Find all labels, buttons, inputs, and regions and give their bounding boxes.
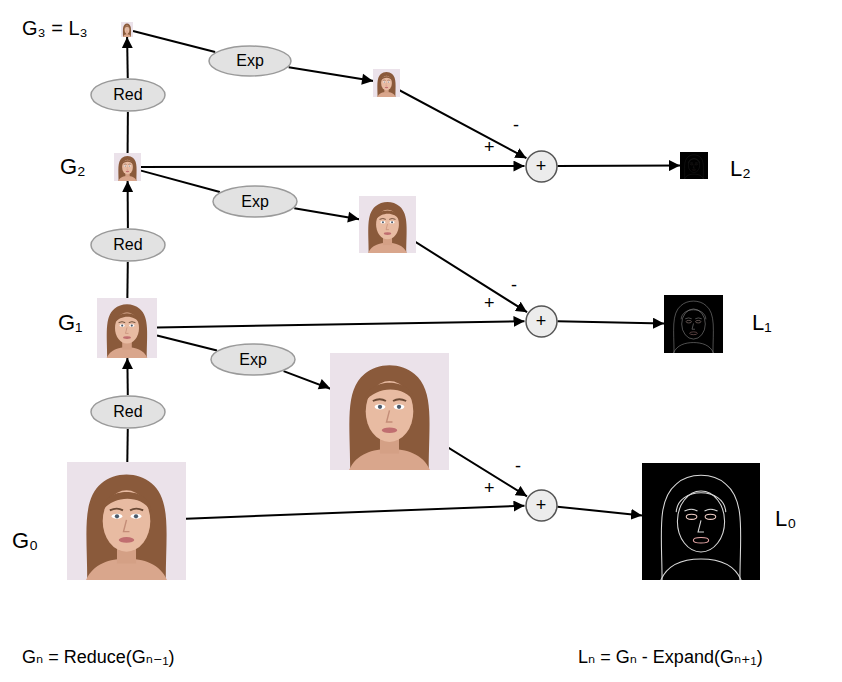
level-label: L₂	[730, 158, 751, 180]
laplacian-image	[664, 295, 723, 353]
reduce-ellipse: Red	[90, 228, 166, 262]
level-label: G₀	[12, 530, 38, 552]
operation-label: +	[536, 496, 547, 514]
flow-arrow	[141, 171, 220, 192]
flow-arrow	[126, 262, 128, 298]
formula-label: Gₙ = Reduce(Gₙ₋₁)	[22, 648, 174, 666]
arrow-head	[318, 379, 332, 393]
level-label: G₂	[60, 156, 86, 178]
laplacian-image	[642, 463, 760, 580]
pyramid-image: G₂	[114, 153, 141, 181]
level-label: L₀	[775, 508, 796, 530]
flow-arrow	[289, 67, 527, 158]
flow-arrow	[558, 165, 681, 167]
laplacian-shade	[664, 295, 723, 353]
flow-arrow	[157, 321, 525, 327]
sign-label: -	[515, 457, 521, 475]
level-label: G₃ = L₃	[22, 18, 88, 38]
formula-label: Lₙ = Gₙ - Expand(Gₙ₊₁)	[578, 648, 763, 666]
operation-label: +	[536, 312, 547, 330]
sum-circle-shape	[526, 490, 557, 521]
pyramid-image: G₀	[67, 462, 186, 580]
sign-label: +	[484, 294, 495, 312]
expand-ellipse: Exp	[212, 185, 298, 218]
arrow-head	[347, 212, 360, 225]
operation-label: Exp	[239, 352, 267, 368]
expand-ellipse: Exp	[208, 45, 292, 77]
flow-arrow	[127, 181, 129, 228]
sum-circle: +	[525, 150, 558, 183]
flow-arrow	[557, 321, 664, 323]
flow-arrow	[127, 112, 129, 153]
pyramid-image: G₃ = L₃	[121, 22, 133, 37]
operation-label: Red	[113, 237, 142, 253]
flow-arrow	[557, 507, 642, 516]
sum-circle: +	[525, 489, 558, 522]
operation-label: Red	[113, 87, 142, 103]
operation-label: Red	[113, 404, 142, 420]
operation-ellipse-shape	[209, 46, 291, 76]
reduce-ellipse: Red	[90, 395, 166, 429]
face-image	[97, 298, 157, 358]
operation-label: Exp	[236, 53, 264, 69]
laplacian-image	[680, 152, 708, 179]
operation-ellipse-shape	[213, 186, 297, 217]
laplacian-image: L₂	[680, 152, 708, 179]
operation-label: +	[536, 157, 547, 175]
sum-circle-shape	[526, 306, 557, 337]
arrow-head	[361, 74, 374, 87]
reduce-ellipse: Red	[90, 78, 166, 112]
pyramid-image: G₁	[97, 298, 157, 358]
sign-label: -	[513, 116, 519, 134]
level-label: L₁	[752, 312, 772, 334]
operation-label: Exp	[241, 194, 269, 210]
face-image	[121, 22, 133, 37]
sign-label: +	[484, 479, 495, 497]
level-label: G₁	[58, 312, 83, 334]
face-image	[67, 462, 186, 580]
expanded-face-image	[330, 353, 449, 470]
expand-ellipse: Exp	[210, 343, 296, 376]
flow-arrow	[126, 429, 128, 462]
flow-arrow	[133, 31, 215, 52]
sum-circle-shape	[526, 151, 557, 182]
sum-circle: +	[525, 305, 558, 338]
flow-arrow	[157, 336, 217, 351]
operation-ellipse-shape	[91, 396, 165, 428]
laplacian-image: L₀	[642, 463, 760, 580]
laplacian-shade	[680, 152, 708, 179]
flow-arrow	[126, 37, 129, 78]
flow-arrow	[126, 358, 128, 395]
expanded-face-image	[373, 69, 400, 97]
operation-ellipse-shape	[91, 229, 165, 261]
operation-ellipse-shape	[91, 79, 165, 111]
sign-label: -	[511, 276, 517, 294]
laplacian-image: L₁	[664, 295, 723, 353]
sign-label: +	[484, 138, 495, 156]
flow-arrow	[186, 506, 525, 519]
face-image	[114, 153, 141, 181]
flow-arrow	[141, 165, 525, 168]
expanded-face-image	[359, 196, 416, 253]
operation-ellipse-shape	[211, 344, 295, 375]
